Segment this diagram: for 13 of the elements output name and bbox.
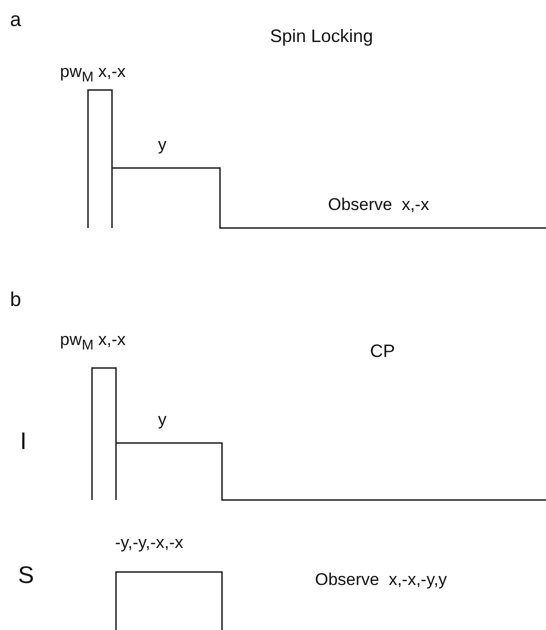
phase-label: y — [158, 135, 166, 155]
panel-letter: a — [10, 8, 22, 32]
pulse-label: pw$_{M}$ x,-x — [60, 330, 126, 356]
phase-label: -y,-y,-x,-x — [115, 533, 184, 553]
pulse-label: pw$_{M}$ x,-x — [60, 62, 126, 88]
section-heading: CP — [370, 340, 396, 362]
channel-label: S — [18, 562, 34, 590]
section-heading: Spin Locking — [270, 25, 374, 47]
phase-label: Observe x,-x — [328, 195, 430, 215]
phase-label: Observe x,-x,-y,y — [315, 570, 447, 590]
panel-letter: b — [10, 288, 22, 312]
channel-label: I — [20, 428, 27, 456]
phase-label: y — [158, 410, 166, 430]
